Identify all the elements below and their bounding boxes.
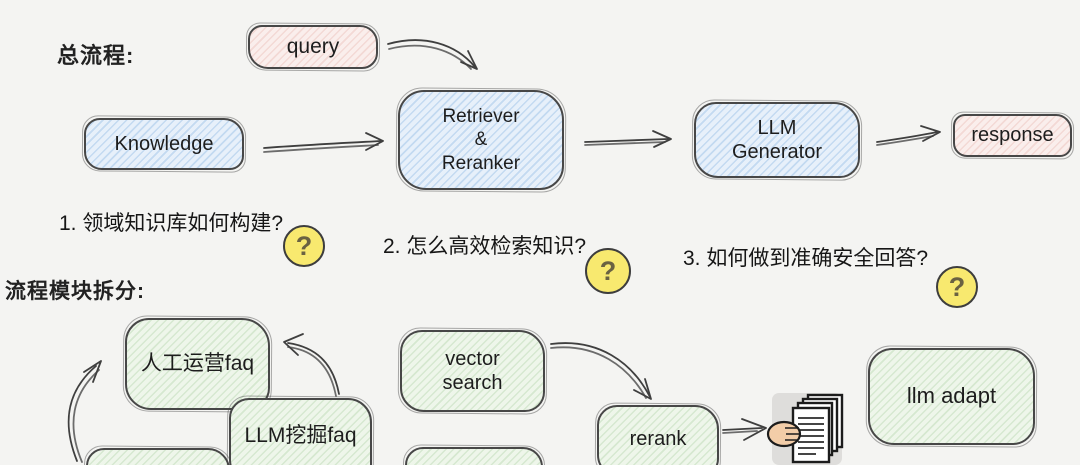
node-query-label: query — [286, 35, 340, 59]
question-mark-glyph: ? — [948, 271, 966, 302]
question-1-text: 1. 领域知识库如何构建? — [59, 212, 284, 235]
arrow-knowledge-to-retriever — [263, 132, 384, 153]
node-response: response — [953, 114, 1072, 157]
arrow-generator-to-response — [876, 125, 941, 146]
node-vector-line1: vector — [445, 347, 500, 370]
question-mark-glyph: ? — [295, 230, 313, 261]
document-text-lines — [798, 417, 824, 455]
node-vector-search: vector search — [400, 330, 545, 412]
question-2-mark-icon: ? — [585, 248, 631, 294]
arrow-vector-to-rerank — [550, 342, 652, 400]
node-generator-line1: LLM — [757, 116, 797, 139]
documents-hand-icon — [766, 393, 844, 465]
arrow-query-to-retriever — [387, 39, 478, 70]
question-2-text: 2. 怎么高效检索知识? — [383, 235, 587, 258]
arrow-loop-up-left — [67, 360, 102, 463]
node-generator-line2: Generator — [731, 141, 823, 163]
node-response-label: response — [971, 124, 1054, 147]
question-mark-glyph: ? — [599, 255, 617, 286]
node-llm-adapt-label: llm adapt — [906, 383, 997, 409]
node-query: query — [248, 25, 378, 69]
node-knowledge: Knowledge — [84, 118, 244, 170]
node-llm-faq-label: LLM挖掘faq — [244, 424, 357, 448]
node-retriever-line2: & — [474, 129, 488, 151]
node-retriever-line1: Retriever — [442, 106, 520, 128]
node-llm-faq: LLM挖掘faq — [229, 398, 372, 465]
node-retriever-reranker: Retriever & Reranker — [398, 90, 564, 190]
overview-section-label: 总流程: — [57, 43, 135, 68]
breakdown-section-label: 流程模块拆分: — [5, 280, 145, 303]
node-llm-generator: LLM Generator — [694, 102, 860, 178]
node-partial-bottom-middle — [405, 447, 543, 465]
hand-fingers — [785, 427, 801, 441]
node-knowledge-label: Knowledge — [114, 132, 214, 155]
node-rerank: rerank — [597, 405, 719, 465]
node-rerank-label: rerank — [629, 427, 687, 450]
node-manual-faq: 人工运营faq — [125, 318, 270, 410]
node-manual-faq-label: 人工运营faq — [140, 352, 255, 376]
node-retriever-line3: Reranker — [441, 152, 521, 174]
arrow-retriever-to-generator — [584, 130, 672, 148]
document-stack — [791, 393, 844, 464]
node-llm-adapt: llm adapt — [868, 348, 1035, 445]
node-partial-bottom-left — [86, 448, 230, 465]
node-vector-line2: search — [442, 372, 503, 394]
arrow-llmfaq-to-manualfaq — [283, 333, 340, 397]
question-3-mark-icon: ? — [936, 266, 978, 308]
question-1-mark-icon: ? — [283, 225, 325, 267]
question-3-text: 3. 如何做到准确安全回答? — [683, 247, 929, 270]
